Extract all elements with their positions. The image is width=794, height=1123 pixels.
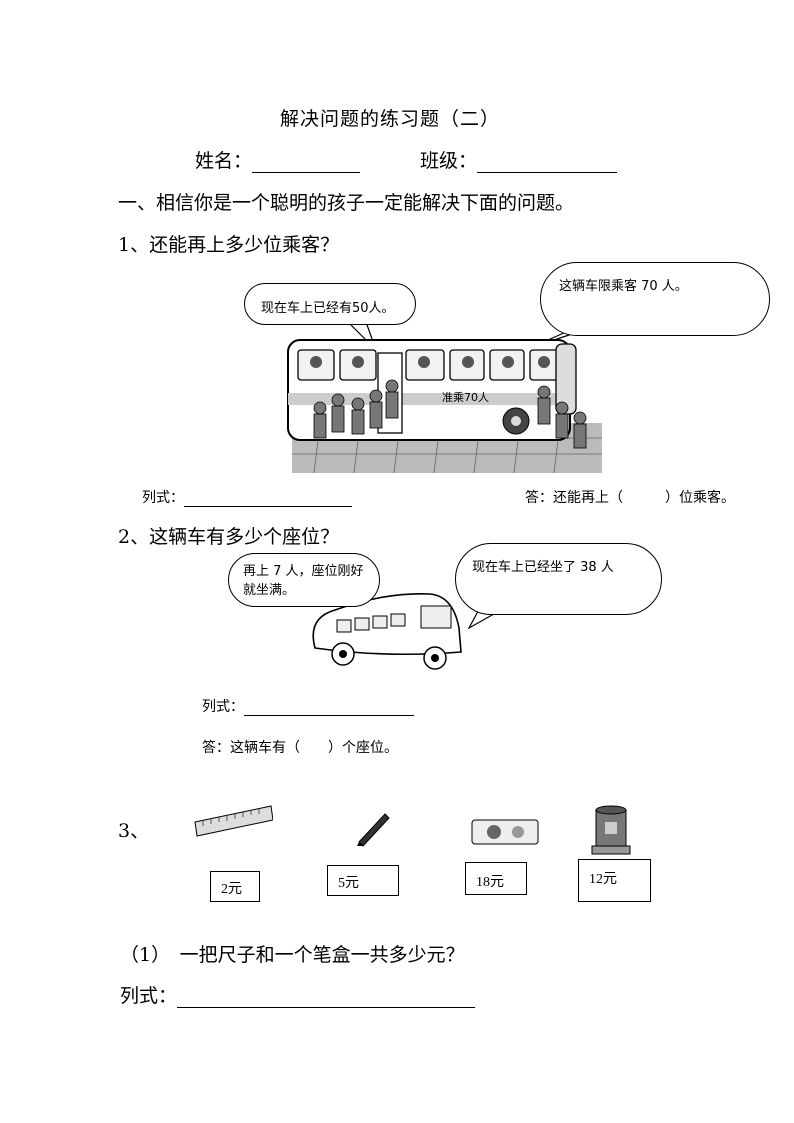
q2-answer: 答：这辆车有（ ）个座位。 <box>202 740 398 756</box>
pen-holder-icon <box>591 805 631 855</box>
q2-question: 2、这辆车有多少个座位？ <box>118 526 340 548</box>
page-title: 解决问题的练习题（二） <box>280 108 501 130</box>
q3-formula-blank[interactable] <box>177 987 476 1008</box>
ruler-icon <box>194 805 273 837</box>
class-field: 班级： <box>420 146 618 173</box>
q3-number: 3、 <box>118 820 150 842</box>
q1-formula-blank[interactable] <box>184 490 352 507</box>
q1-bubble-right: 这辆车限乘客 70 人。 <box>540 262 770 336</box>
bus-sign: 准乘70人 <box>442 391 489 404</box>
price-pen: 5元 <box>327 865 399 896</box>
name-blank[interactable] <box>252 152 361 173</box>
class-blank[interactable] <box>477 152 618 173</box>
q1-bubble-left-text: 现在车上已经有50人。 <box>261 301 395 316</box>
q1-answer: 答：还能再上（ ）位乘客。 <box>525 490 735 506</box>
q1-bubble-left: 现在车上已经有50人。 <box>244 283 416 325</box>
q2-formula: 列式： <box>202 696 414 716</box>
q2-bubble-right-text: 现在车上已经坐了 38 人 <box>472 560 614 575</box>
q2-bubble-left: 再上 7 人，座位刚好就坐满。 <box>228 553 380 607</box>
small-bus-illustration <box>312 593 502 670</box>
q1-formula: 列式： <box>142 487 352 507</box>
q2-formula-blank[interactable] <box>244 699 414 716</box>
class-label: 班级： <box>420 150 478 172</box>
q1-formula-label: 列式： <box>142 490 184 506</box>
name-field: 姓名： <box>195 146 361 173</box>
price-pencil-box: 18元 <box>465 862 527 895</box>
name-label: 姓名： <box>195 150 253 172</box>
q3-sub1: （1） 一把尺子和一个笔盒一共多少元？ <box>120 944 465 966</box>
q2-formula-label: 列式： <box>202 699 244 715</box>
bus-scene-illustration: 准乘70人 <box>287 321 602 474</box>
q3-formula: 列式： <box>120 981 476 1008</box>
pencil-box-icon <box>471 819 539 845</box>
q1-question: 1、还能再上多少位乘客？ <box>118 234 340 256</box>
q2-bubble-left-text: 再上 7 人，座位刚好就坐满。 <box>243 564 364 598</box>
price-ruler: 2元 <box>210 871 260 902</box>
q1-bubble-right-text: 这辆车限乘客 70 人。 <box>559 279 688 294</box>
section-heading: 一、相信你是一个聪明的孩子一定能解决下面的问题。 <box>118 192 575 214</box>
pen-icon <box>357 813 390 847</box>
price-pen-holder: 12元 <box>578 859 651 902</box>
q3-formula-label: 列式： <box>120 985 178 1007</box>
q2-bubble-right: 现在车上已经坐了 38 人 <box>455 543 662 615</box>
